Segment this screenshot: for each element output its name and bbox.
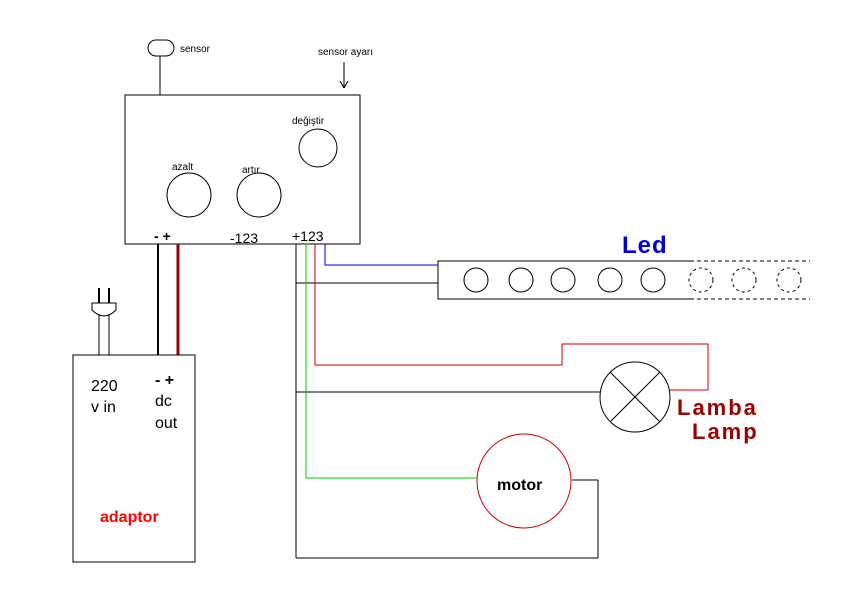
adaptor-label: adaptor [100,509,159,526]
adaptor-polarity-label: - + [155,372,174,389]
increase-knob-label: artır [242,165,260,176]
change-knob [298,128,338,168]
adaptor-vin-label: v in [91,399,116,416]
sensor-label: sensor [180,44,211,55]
sensor-icon [147,39,175,57]
adaptor-box [72,354,196,563]
sensor-adjust-label: sensor ayarı [318,47,373,58]
led-8 [776,267,802,293]
led-5 [640,267,666,293]
lamp-wire [314,244,709,391]
led-4 [597,267,623,293]
led-label: Led [622,232,668,259]
adaptor-out-label: out [155,415,178,432]
led-6 [688,267,714,293]
led-wire [324,244,438,266]
led-3 [550,267,576,293]
decrease-knob-label: azalt [172,162,193,173]
power-plug-icon [91,288,117,355]
motor-label: motor [497,477,542,494]
motor-icon [476,433,572,529]
down-arrow-icon [339,62,349,89]
adaptor-dc-label: dc [155,393,172,410]
adaptor-220-label: 220 [91,378,118,395]
lamp-icon [599,361,671,433]
increase-knob [236,172,282,218]
ground-wiring [295,244,600,559]
control-box [124,94,361,245]
motor-wire [305,244,477,479]
led-1 [463,267,489,293]
decrease-knob [166,172,212,218]
led-2 [508,267,534,293]
led-7 [731,267,757,293]
led-strip [437,260,690,300]
lamp-label: Lamp [692,419,759,444]
led-strip-extension [690,260,810,300]
output-pos-label: +123 [292,228,324,244]
lamba-label: Lamba [677,395,758,420]
change-knob-label: değiştir [292,116,325,127]
control-polarity-label: - + [154,228,171,244]
output-neg-label: -123 [230,230,258,246]
